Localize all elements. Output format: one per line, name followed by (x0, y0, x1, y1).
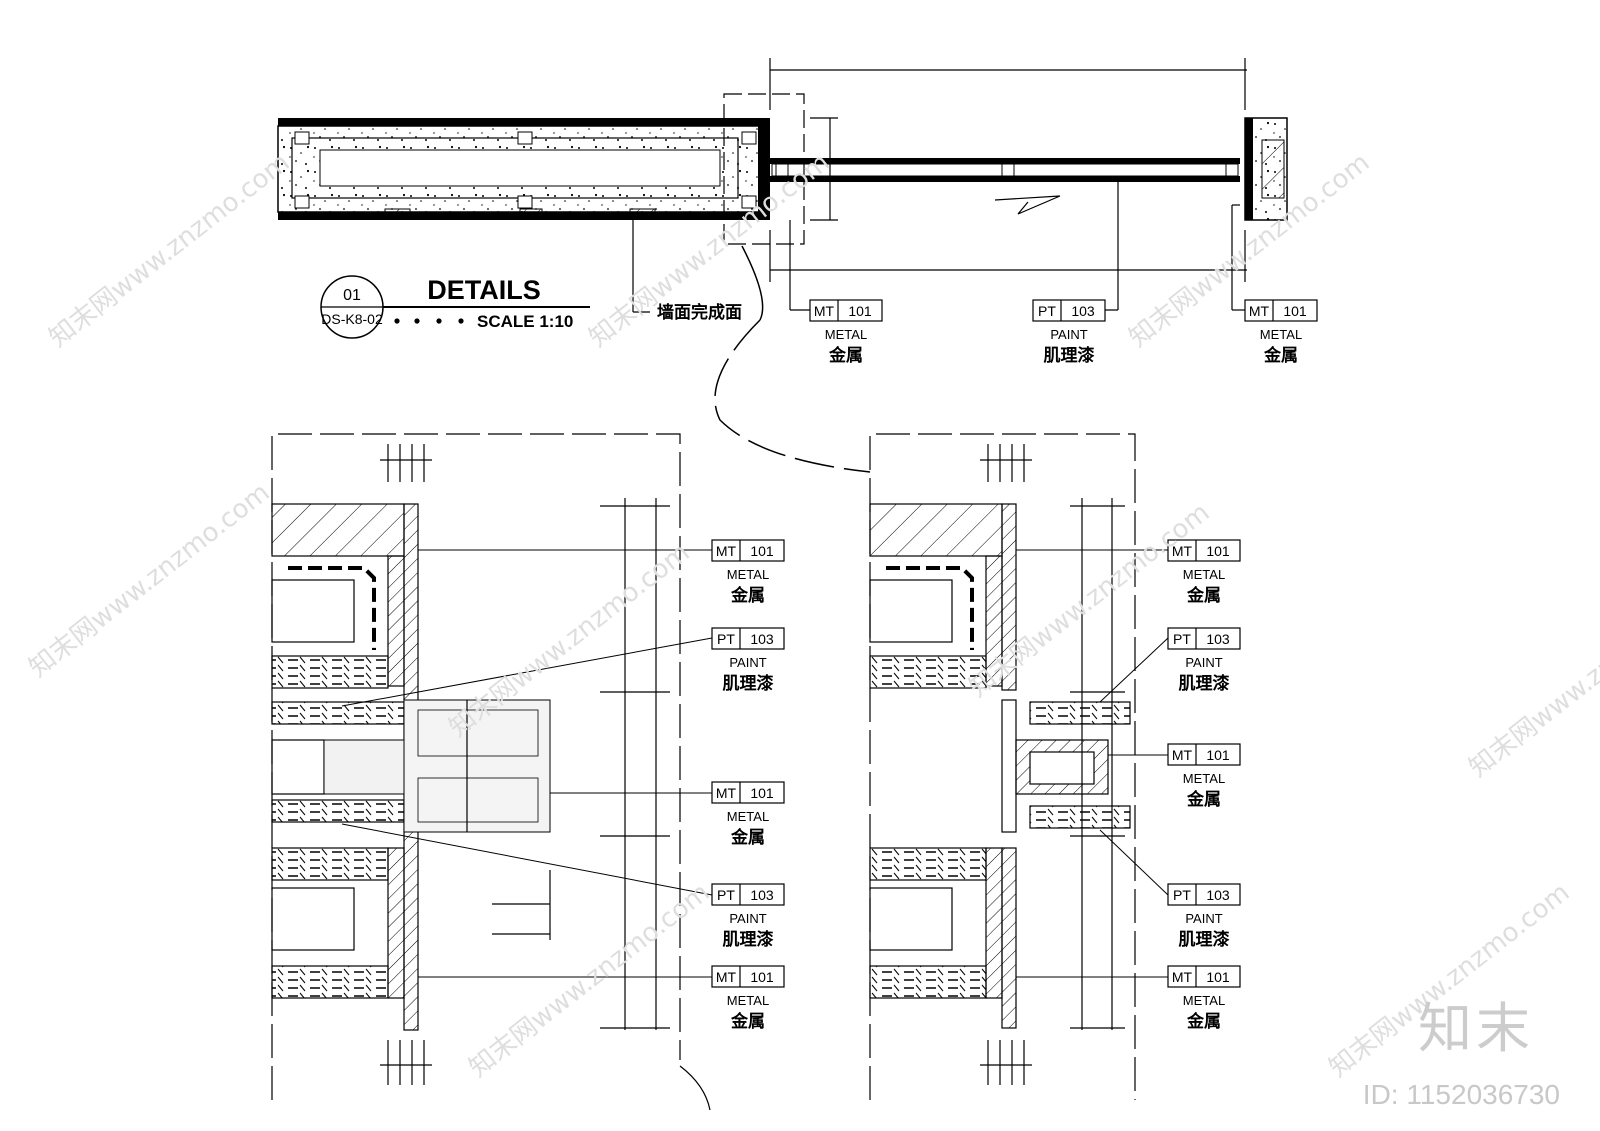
material-number: 101 (750, 969, 774, 985)
material-code: PT (717, 887, 735, 903)
detail-number: 01 (343, 287, 361, 304)
material-code: PT (1038, 303, 1056, 319)
material-name-en: METAL (825, 327, 867, 342)
material-name-en: METAL (1183, 771, 1225, 786)
material-name-en: METAL (1260, 327, 1302, 342)
right-enlarged-detail (869, 433, 1169, 1100)
material-code: MT (1249, 303, 1270, 319)
material-name-cn: 金属 (1186, 1011, 1221, 1031)
material-name-en: METAL (1183, 567, 1225, 582)
material-code: PT (1173, 887, 1191, 903)
left-enlarged-detail (271, 433, 713, 1111)
wall-finish-note: 墙面完成面 (657, 302, 742, 322)
material-name-cn: 金属 (730, 827, 765, 847)
material-name-en: METAL (727, 567, 769, 582)
material-code: PT (717, 631, 735, 647)
material-name-en: PAINT (1185, 655, 1222, 670)
material-name-en: METAL (727, 993, 769, 1008)
material-name-cn: 肌理漆 (1044, 345, 1095, 365)
material-name-en: PAINT (1185, 911, 1222, 926)
material-number: 103 (1206, 887, 1230, 903)
material-number: 103 (750, 631, 774, 647)
material-name-cn: 肌理漆 (723, 673, 774, 693)
material-code: MT (1172, 543, 1193, 559)
material-number: 103 (1206, 631, 1230, 647)
material-name-cn: 金属 (828, 345, 863, 365)
material-code: MT (716, 785, 737, 801)
material-number: 101 (1206, 969, 1230, 985)
material-name-cn: 肌理漆 (1179, 929, 1230, 949)
material-name-cn: 金属 (1186, 789, 1221, 809)
material-number: 103 (750, 887, 774, 903)
material-name-cn: 肌理漆 (1179, 673, 1230, 693)
brand-logo: 知末 (1418, 997, 1534, 1060)
material-code: MT (814, 303, 835, 319)
material-name-en: PAINT (729, 911, 766, 926)
material-number: 103 (1071, 303, 1095, 319)
material-number: 101 (750, 785, 774, 801)
material-name-en: PAINT (729, 655, 766, 670)
material-name-cn: 金属 (1186, 585, 1221, 605)
detail-scale: SCALE 1:10 (477, 312, 573, 331)
material-name-en: METAL (727, 809, 769, 824)
asset-id-label: ID: 1152036730 (1362, 1079, 1560, 1110)
material-code: MT (1172, 969, 1193, 985)
material-name-en: PAINT (1050, 327, 1087, 342)
material-number: 101 (1206, 543, 1230, 559)
detail-title: DETAILS (427, 275, 541, 305)
material-code: MT (1172, 747, 1193, 763)
material-code: PT (1173, 631, 1191, 647)
material-name-cn: 金属 (1263, 345, 1298, 365)
material-name-en: METAL (1183, 993, 1225, 1008)
top-plan-section (277, 58, 1288, 473)
material-number: 101 (1283, 303, 1307, 319)
material-code: MT (716, 969, 737, 985)
material-name-cn: 金属 (730, 1011, 765, 1031)
material-number: 101 (750, 543, 774, 559)
material-number: 101 (1206, 747, 1230, 763)
material-name-cn: 金属 (730, 585, 765, 605)
material-number: 101 (848, 303, 872, 319)
material-code: MT (716, 543, 737, 559)
material-name-cn: 肌理漆 (723, 929, 774, 949)
detail-sheet-ref: DS-K8-02 (321, 311, 383, 327)
detail-title-block: 01 DS-K8-02 DETAILS SCALE 1:10 墙面完成面 (320, 275, 742, 339)
